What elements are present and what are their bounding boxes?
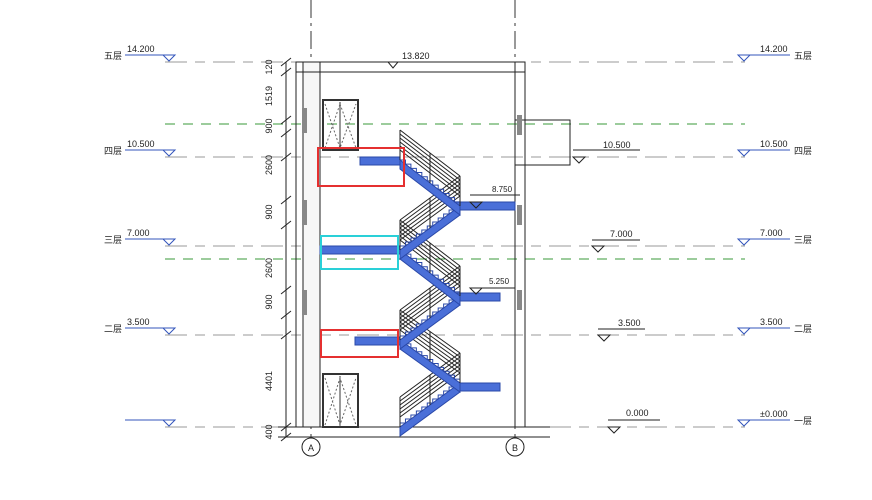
elev-label: 8.750 (492, 185, 513, 194)
stair-landing (319, 245, 401, 255)
level-marker-left: 二层 3.500 (104, 317, 177, 335)
inner-elev-landing-lower: 5.250 (468, 277, 515, 295)
stair-landing (354, 336, 401, 346)
level-marker-left: 三层 7.000 (104, 228, 177, 246)
dimension-tick (280, 67, 292, 77)
dimension-tick (280, 128, 292, 138)
stair-flight (399, 219, 461, 307)
elev-label: 10.500 (603, 140, 631, 150)
inner-elev-l2: 3.500 (596, 318, 645, 342)
dimension-tick (280, 432, 292, 442)
level-elev: 10.500 (127, 139, 155, 149)
right-level-markers: 14.200 五层 10.500 四层 7.000 三层 3.500 二层 ±0.000 一层 (736, 44, 812, 427)
stair-landing (454, 382, 501, 392)
dimension-label: 120 (264, 59, 274, 74)
level-marker-right: 10.500 四层 (736, 139, 812, 157)
dimension-tick (280, 330, 292, 340)
level-elev: 7.000 (127, 228, 150, 238)
inner-elev-landing-upper: 8.750 (468, 185, 520, 209)
stair-flight (399, 129, 461, 217)
level-elev: ±0.000 (760, 409, 787, 419)
level-name: 四层 (794, 146, 812, 156)
inner-elev-l3: 7.000 (590, 229, 640, 253)
dimension-tick (280, 115, 292, 125)
level-marker-right: 3.500 二层 (736, 317, 812, 335)
door-lower (322, 373, 359, 428)
left-level-markers: 五层 14.200 四层 10.500 三层 7.000 二层 3.500 (104, 44, 177, 427)
elev-label: 5.250 (489, 277, 510, 286)
elev-label: 7.000 (610, 229, 633, 239)
stair-landing (359, 156, 401, 166)
inner-elev-l4: 10.500 (571, 140, 640, 164)
highlight-box-red-upper[interactable] (317, 147, 405, 187)
dimension-chain: 120 1519 900 2600 900 2600 900 4401 400 (264, 57, 292, 442)
level-name: 二层 (104, 324, 122, 334)
dimension-label: 900 (264, 118, 274, 133)
dimension-tick (280, 285, 292, 295)
highlight-box-red-lower[interactable] (320, 329, 399, 358)
level-marker-left: 五层 14.200 (104, 44, 177, 62)
inner-elev-roof: 13.820 (386, 51, 440, 69)
dimension-tick (280, 422, 292, 432)
level-marker-left (125, 419, 177, 427)
level-marker-left: 四层 10.500 (104, 139, 177, 157)
level-elev: 14.200 (127, 44, 155, 54)
stair-landing (454, 292, 501, 302)
level-name: 五层 (794, 51, 812, 61)
elev-label: 0.000 (626, 408, 649, 418)
level-elev: 10.500 (760, 139, 788, 149)
level-elev: 3.500 (127, 317, 150, 327)
grid-label: B (512, 443, 518, 453)
dimension-label: 2600 (264, 258, 274, 278)
stairs (319, 129, 516, 437)
level-marker-right: 7.000 三层 (736, 228, 812, 246)
level-name: 三层 (104, 235, 122, 245)
grid-bubble-a[interactable]: A (301, 437, 321, 457)
level-elev: 7.000 (760, 228, 783, 238)
level-name: 五层 (104, 51, 122, 61)
level-elev: 3.500 (760, 317, 783, 327)
level-elev: 14.200 (760, 44, 788, 54)
elev-label: 13.820 (402, 51, 430, 61)
dimension-tick (280, 152, 292, 162)
dimension-tick (280, 220, 292, 230)
level-name: 二层 (794, 324, 812, 334)
inner-elev-l1: 0.000 (606, 408, 660, 434)
dimension-label: 900 (264, 294, 274, 309)
dimension-label: 4401 (264, 371, 274, 391)
level-marker-right: 14.200 五层 (736, 44, 812, 62)
dimension-label: 900 (264, 204, 274, 219)
level-name: 三层 (794, 235, 812, 245)
level-name: 一层 (794, 416, 812, 426)
grid-label: A (308, 443, 314, 453)
dimension-tick (280, 195, 292, 205)
elev-label: 3.500 (618, 318, 641, 328)
grid-bubble-b[interactable]: B (505, 437, 525, 457)
dimension-label: 2600 (264, 155, 274, 175)
level-marker-right: ±0.000 一层 (736, 409, 812, 427)
level-name: 四层 (104, 146, 122, 156)
highlight-box-cyan[interactable] (320, 235, 399, 270)
stair-landing (454, 201, 516, 211)
dimension-tick (280, 310, 292, 320)
door-upper (322, 99, 359, 151)
dimension-label: 1519 (264, 86, 274, 106)
dimension-tick (280, 57, 292, 67)
dimension-label: 400 (264, 424, 274, 439)
